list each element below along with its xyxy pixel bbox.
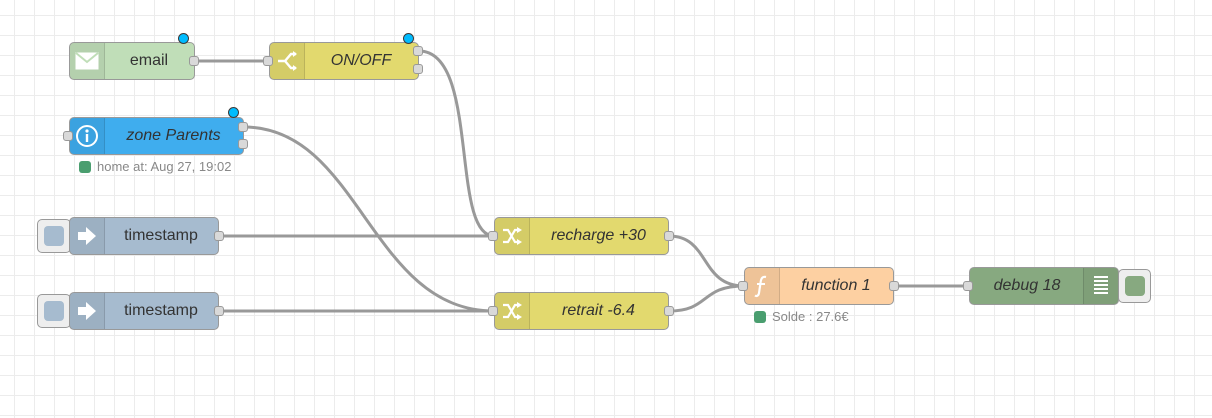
function1-status: Solde : 27.6€ (754, 309, 849, 324)
debug18-toggle-button[interactable] (1118, 269, 1151, 303)
timestamp2-output-port[interactable] (214, 306, 224, 316)
timestamp1-inject-node[interactable]: timestamp (69, 217, 219, 255)
shuffle-icon (503, 227, 522, 245)
inject-arrow-icon (78, 302, 96, 320)
onoff-input-port[interactable] (263, 56, 273, 66)
onoff-icon-box (270, 43, 305, 79)
retrait-node-label: retrait -6.4 (562, 302, 635, 319)
zone-status-text: home at: Aug 27, 19:02 (97, 159, 232, 174)
function1-output-port[interactable] (889, 281, 899, 291)
function1-input-port[interactable] (738, 281, 748, 291)
retrait-change-node[interactable]: retrait -6.4 (494, 292, 669, 330)
wire-recharge-to-function[interactable] (668, 234, 745, 288)
zone-changed-badge (228, 107, 239, 118)
debug18-toggle-button-face (1125, 276, 1145, 296)
function1-node-label: function 1 (801, 277, 871, 294)
debug18-node-label: debug 18 (993, 277, 1061, 294)
timestamp2-inject-button-face (44, 301, 64, 321)
wire-zone-to-retrait[interactable] (243, 125, 495, 313)
recharge-change-node[interactable]: recharge +30 (494, 217, 669, 255)
email-node-label: email (129, 52, 169, 69)
zone-output-port-2[interactable] (238, 139, 248, 149)
envelope-icon (75, 52, 99, 70)
zone-node-label: zone Parents (126, 127, 221, 144)
timestamp2-node-label: timestamp (124, 302, 198, 319)
email-node[interactable]: email (69, 42, 195, 80)
onoff-switch-node[interactable]: ON/OFF (269, 42, 419, 80)
function1-status-text: Solde : 27.6€ (772, 309, 849, 324)
function1-status-dot (754, 310, 766, 323)
timestamp2-inject-node[interactable]: timestamp (69, 292, 219, 330)
timestamp1-output-port[interactable] (214, 231, 224, 241)
onoff-changed-badge (403, 33, 414, 44)
function1-icon-box (745, 268, 780, 304)
wire-onoff-to-recharge[interactable] (418, 49, 495, 238)
shuffle-icon (503, 302, 522, 320)
function1-node[interactable]: function 1 (744, 267, 894, 305)
retrait-icon-box (495, 293, 530, 329)
retrait-output-port[interactable] (664, 306, 674, 316)
recharge-input-port[interactable] (488, 231, 498, 241)
switch-icon (278, 51, 297, 71)
info-icon (76, 125, 98, 147)
zone-parents-node[interactable]: zone Parents (69, 117, 244, 155)
function-icon (754, 275, 767, 298)
email-output-port[interactable] (189, 56, 199, 66)
zone-icon-box (70, 118, 105, 154)
timestamp2-inject-button[interactable] (37, 294, 71, 328)
onoff-output-port-1[interactable] (413, 46, 423, 56)
recharge-icon-box (495, 218, 530, 254)
timestamp1-inject-button[interactable] (37, 219, 71, 253)
debug-list-icon (1094, 276, 1108, 294)
debug18-node[interactable]: debug 18 (969, 267, 1119, 305)
email-icon-box (70, 43, 105, 79)
timestamp1-icon-box (70, 218, 105, 254)
zone-status: home at: Aug 27, 19:02 (79, 159, 231, 174)
inject-arrow-icon (78, 227, 96, 245)
debug18-icon-box (1083, 268, 1118, 304)
debug18-input-port[interactable] (963, 281, 973, 291)
timestamp1-inject-button-face (44, 226, 64, 246)
zone-input-port[interactable] (63, 131, 73, 141)
email-changed-badge (178, 33, 189, 44)
timestamp1-node-label: timestamp (124, 227, 198, 244)
onoff-node-label: ON/OFF (330, 52, 392, 69)
onoff-output-port-2[interactable] (413, 64, 423, 74)
retrait-input-port[interactable] (488, 306, 498, 316)
recharge-node-label: recharge +30 (551, 227, 646, 244)
timestamp2-icon-box (70, 293, 105, 329)
wire-retrait-to-function[interactable] (668, 284, 745, 313)
recharge-output-port[interactable] (664, 231, 674, 241)
zone-status-dot (79, 160, 91, 173)
zone-output-port-1[interactable] (238, 122, 248, 132)
